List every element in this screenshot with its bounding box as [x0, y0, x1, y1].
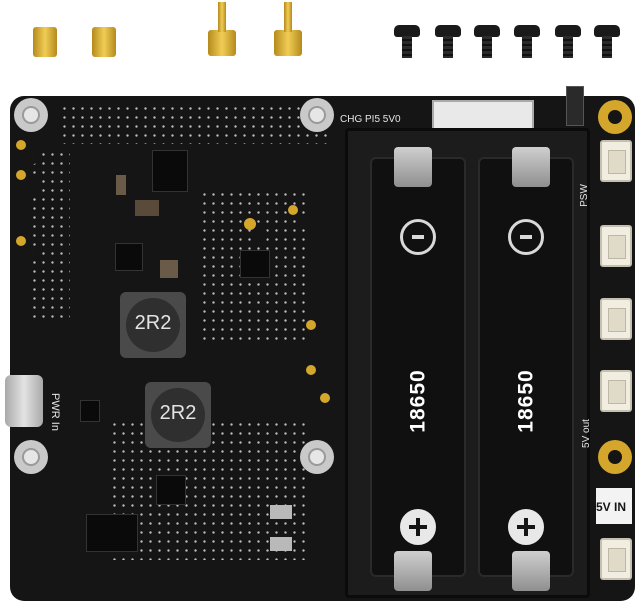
ic-chip-1	[152, 150, 188, 192]
battery-slot-2: 18650	[478, 157, 574, 577]
output-label: 5V out	[580, 419, 592, 448]
positive-terminal-2	[508, 509, 544, 545]
brass-standoff-long-1-thread	[218, 2, 226, 32]
smd-component-1	[135, 200, 159, 216]
mounting-hole-top-left	[14, 98, 48, 132]
brass-standoff-long-2-thread	[284, 2, 292, 32]
screw-5	[555, 25, 581, 59]
test-pad-4	[288, 205, 312, 229]
screw-6	[594, 25, 620, 59]
input-label-box	[596, 488, 632, 524]
negative-terminal-1	[400, 219, 436, 255]
input-label: 5V IN	[596, 500, 627, 514]
connector-2	[600, 225, 632, 267]
via-field-left	[30, 150, 70, 320]
switch-label: PSW	[578, 184, 590, 207]
usb-c-port	[5, 375, 43, 427]
test-pad-3	[16, 236, 40, 260]
negative-terminal-2	[508, 219, 544, 255]
brass-standoff-long-2	[274, 30, 302, 56]
ic-chip-3	[115, 243, 143, 271]
battery-slot-1-label: 18650	[406, 369, 430, 433]
connector-5	[600, 538, 632, 580]
via-field-top	[60, 104, 330, 144]
test-pad-5	[306, 320, 330, 344]
test-pad-6	[306, 365, 330, 389]
inductor-1: 2R2	[120, 292, 186, 358]
test-pad-1	[16, 140, 40, 164]
slide-switch	[566, 86, 584, 126]
battery-holder: 18650 18650	[345, 128, 590, 598]
spring-clip-bottom-1	[394, 551, 432, 591]
screw-4	[514, 25, 540, 59]
inductor-2: 2R2	[145, 382, 211, 448]
spring-clip-bottom-2	[512, 551, 550, 591]
screw-2	[435, 25, 461, 59]
ic-chip-4	[156, 475, 186, 505]
screw-1	[394, 25, 420, 59]
inductor-1-marking: 2R2	[134, 312, 172, 334]
mounting-hole-top-mid	[300, 98, 334, 132]
battery-slot-2-label: 18650	[514, 369, 538, 433]
mounting-hole-bottom-mid	[300, 440, 334, 474]
spring-clip-top-1	[394, 147, 432, 187]
test-pad-2	[16, 170, 40, 194]
test-pad-7	[320, 393, 344, 417]
brass-standoff-long-1	[208, 30, 236, 56]
smd-component-2	[160, 260, 178, 278]
battery-slot-1: 18650	[370, 157, 466, 577]
gold-hole-top-right	[598, 100, 632, 134]
smd-pad-2	[270, 537, 292, 551]
mounting-hole-bottom-left	[14, 440, 48, 474]
screw-3	[474, 25, 500, 59]
test-pad-8	[244, 218, 268, 242]
smd-component-3	[116, 175, 126, 195]
smd-pad-1	[270, 505, 292, 519]
ic-chip-6	[80, 400, 100, 422]
ic-chip-5	[86, 514, 138, 552]
spring-clip-top-2	[512, 147, 550, 187]
usb-port-label: PWR In	[48, 393, 61, 431]
power-header-label: CHG PI5 5V0	[340, 114, 401, 125]
brass-standoff-2	[92, 27, 116, 57]
gold-hole-bottom-right	[598, 440, 632, 474]
connector-1	[600, 140, 632, 182]
positive-terminal-1	[400, 509, 436, 545]
brass-standoff-1	[33, 27, 57, 57]
inductor-2-marking: 2R2	[159, 402, 197, 424]
ic-chip-2	[240, 250, 270, 278]
connector-4	[600, 370, 632, 412]
connector-3	[600, 298, 632, 340]
